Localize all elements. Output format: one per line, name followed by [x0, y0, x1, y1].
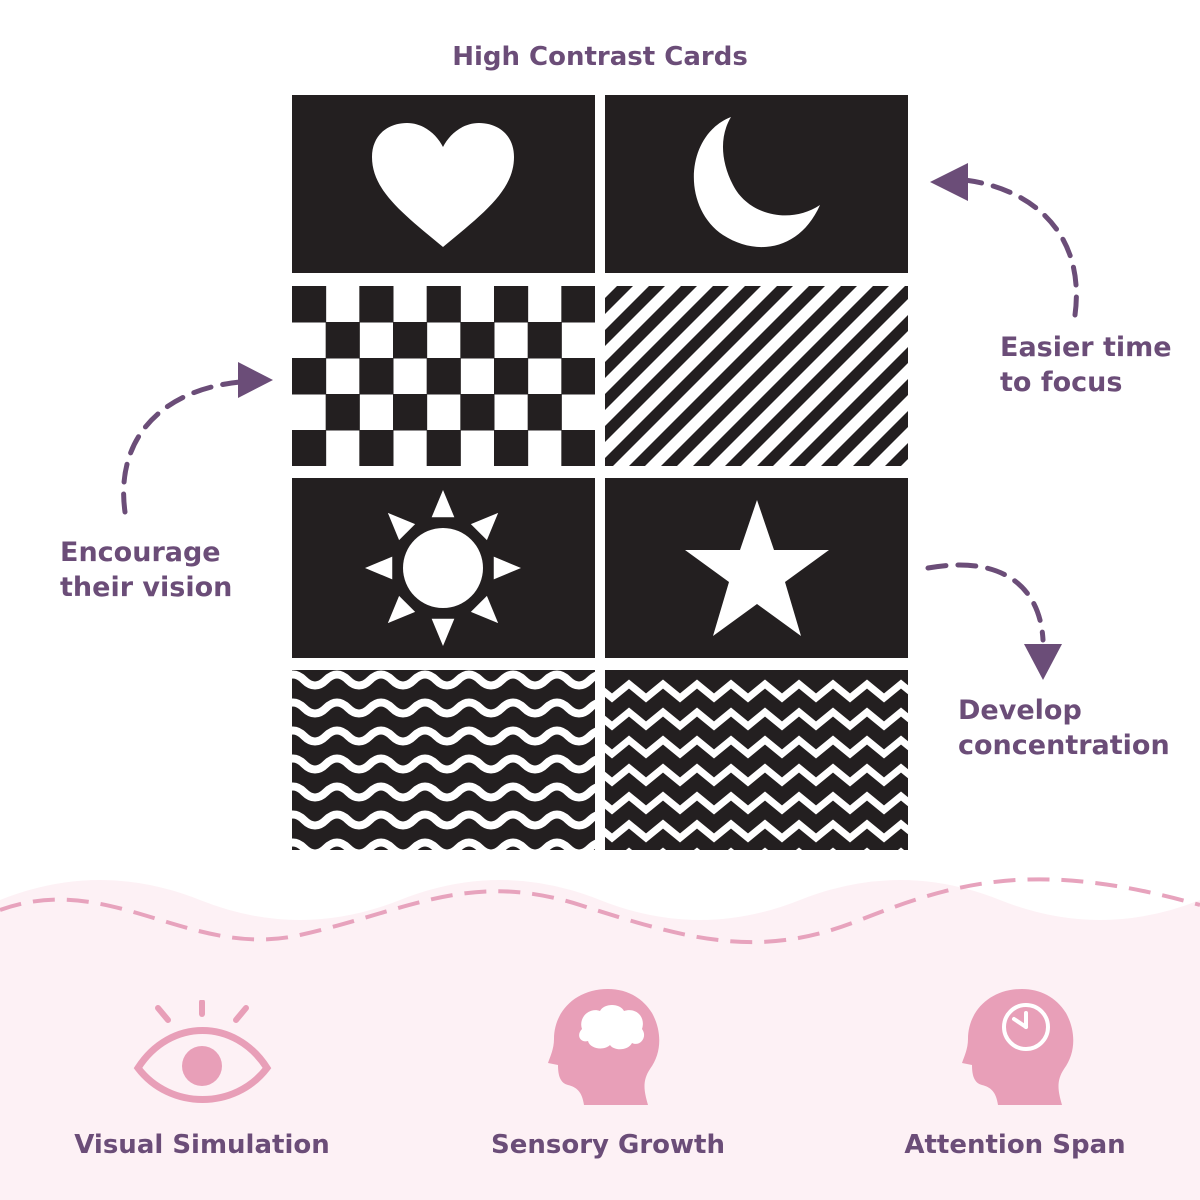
- brain-head-icon: [548, 989, 660, 1105]
- feature-label-attention-span: Attention Span: [904, 1130, 1126, 1160]
- feature-label-sensory-growth: Sensory Growth: [490, 1130, 725, 1160]
- callout-concentration-line2: concentration: [958, 730, 1170, 761]
- star-icon: [685, 500, 829, 636]
- card-zigzag: [605, 670, 908, 850]
- callout-easier-focus: Easier time to focus: [1000, 330, 1172, 400]
- wave-pattern: [292, 670, 595, 850]
- clock-head-icon: [962, 989, 1074, 1105]
- card-heart: [292, 95, 595, 273]
- feature-label-visual-simulation: Visual Simulation: [74, 1130, 330, 1160]
- callout-vision-line1: Encourage: [60, 537, 221, 568]
- card-sun: [292, 478, 595, 658]
- callout-develop-concentration: Develop concentration: [958, 693, 1170, 763]
- card-waves: [292, 670, 595, 850]
- card-moon: [605, 95, 908, 273]
- callout-focus-line2: to focus: [1000, 367, 1123, 398]
- zigzag-pattern: [605, 679, 908, 850]
- callout-encourage-vision: Encourage their vision: [60, 535, 232, 605]
- sun-icon: [365, 490, 521, 646]
- callout-focus-line1: Easier time: [1000, 332, 1172, 363]
- card-star: [605, 478, 908, 658]
- card-diagonal-stripes: [605, 286, 908, 466]
- callout-vision-line2: their vision: [60, 572, 233, 603]
- page-title: High Contrast Cards: [452, 42, 748, 72]
- card-checkerboard: [292, 286, 595, 466]
- diagonal-stripes-pattern: [605, 286, 908, 466]
- callout-concentration-line1: Develop: [958, 695, 1082, 726]
- crescent-moon-icon: [693, 117, 820, 248]
- checkerboard-pattern: [292, 286, 595, 466]
- heart-icon: [372, 123, 514, 247]
- eye-icon: [133, 1000, 272, 1103]
